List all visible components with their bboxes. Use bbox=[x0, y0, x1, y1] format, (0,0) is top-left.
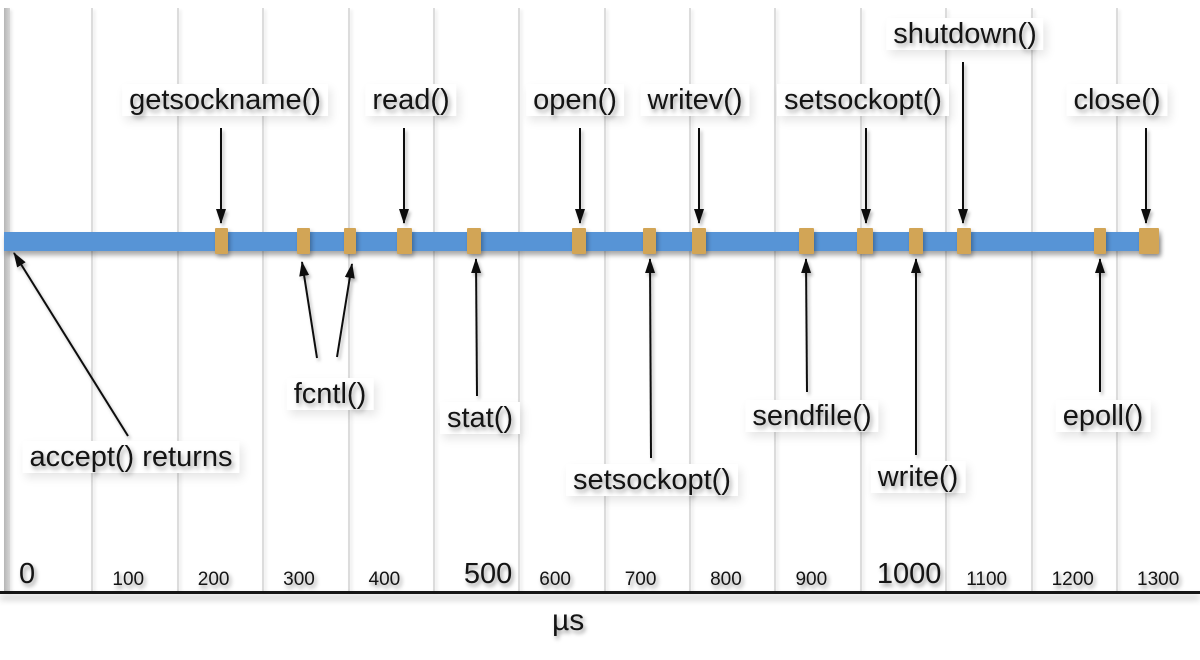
gridline-900 bbox=[774, 8, 777, 591]
arrow-group bbox=[13, 62, 1151, 459]
arrow-sendfile bbox=[801, 258, 812, 393]
event-marker-writev bbox=[691, 228, 706, 254]
axis-tick-800: 800 bbox=[706, 569, 746, 590]
event-label-getsockname: getsockname() bbox=[122, 84, 328, 117]
event-marker-setsockopt-1 bbox=[643, 228, 657, 254]
event-marker-epoll bbox=[1093, 228, 1106, 254]
axis-tick-1100: 1100 bbox=[962, 569, 1012, 590]
x-axis-line bbox=[0, 591, 1200, 594]
axis-tick-300: 300 bbox=[279, 569, 319, 590]
axis-tick-600: 600 bbox=[535, 569, 575, 590]
axis-tick-1200: 1200 bbox=[1047, 569, 1098, 590]
gridline-700 bbox=[603, 8, 606, 591]
event-marker-sendfile bbox=[798, 228, 814, 254]
event-label-read: read() bbox=[365, 84, 457, 117]
event-label-writev: writev() bbox=[640, 84, 750, 117]
event-marker-read bbox=[396, 228, 412, 254]
arrow-accept-returns bbox=[13, 252, 129, 437]
event-label-stat: stat() bbox=[439, 402, 521, 435]
event-label-epoll: epoll() bbox=[1055, 400, 1151, 433]
event-label-accept-returns: accept() returns bbox=[22, 441, 240, 474]
gridline-1200 bbox=[1030, 8, 1033, 591]
event-marker-setsockopt-2 bbox=[857, 228, 874, 254]
gridline-600 bbox=[518, 8, 521, 591]
arrow-setsockopt-1 bbox=[645, 258, 656, 459]
event-label-fcntl: fcntl() bbox=[286, 378, 374, 411]
gridline-1100 bbox=[945, 8, 948, 591]
gridline-500 bbox=[432, 8, 435, 591]
event-marker-shutdown bbox=[957, 228, 972, 254]
event-label-sendfile: sendfile() bbox=[745, 400, 879, 433]
event-marker-stat bbox=[467, 228, 482, 254]
axis-tick-500: 500 bbox=[459, 559, 517, 590]
event-marker-open bbox=[572, 228, 587, 254]
event-marker-close bbox=[1138, 228, 1159, 254]
axis-tick-1300: 1300 bbox=[1133, 569, 1184, 590]
gridline-1000 bbox=[859, 8, 862, 591]
arrow-stat bbox=[471, 258, 482, 397]
gridline-400 bbox=[347, 8, 350, 591]
event-marker-write bbox=[909, 228, 924, 254]
gridline-200 bbox=[176, 8, 179, 591]
event-label-setsockopt-1: setsockopt() bbox=[566, 464, 738, 497]
axis-tick-700: 700 bbox=[620, 569, 661, 590]
event-label-open: open() bbox=[526, 84, 624, 117]
gridline-100 bbox=[91, 8, 94, 591]
gridline-800 bbox=[689, 8, 692, 591]
axis-tick-0: 0 bbox=[15, 559, 40, 590]
event-label-setsockopt-2: setsockopt() bbox=[777, 84, 949, 117]
arrow-fcntl-1 bbox=[299, 261, 318, 359]
arrow-fcntl-2 bbox=[336, 263, 355, 358]
event-marker-fcntl-2 bbox=[344, 228, 357, 254]
event-marker-fcntl-1 bbox=[296, 228, 310, 254]
axis-tick-1000: 1000 bbox=[872, 559, 946, 590]
event-label-close: close() bbox=[1066, 84, 1168, 117]
axis-tick-200: 200 bbox=[193, 569, 234, 590]
gridline-1300 bbox=[1116, 8, 1118, 591]
gridline-300 bbox=[262, 8, 265, 591]
axis-tick-100: 100 bbox=[108, 569, 149, 590]
event-label-write: write() bbox=[870, 461, 966, 494]
event-marker-getsockname bbox=[214, 228, 228, 254]
axis-tick-400: 400 bbox=[364, 569, 405, 590]
event-label-shutdown: shutdown() bbox=[886, 18, 1044, 51]
axis-unit-label: µs bbox=[552, 604, 585, 637]
y-axis-line bbox=[4, 8, 10, 591]
axis-tick-900: 900 bbox=[791, 569, 832, 590]
